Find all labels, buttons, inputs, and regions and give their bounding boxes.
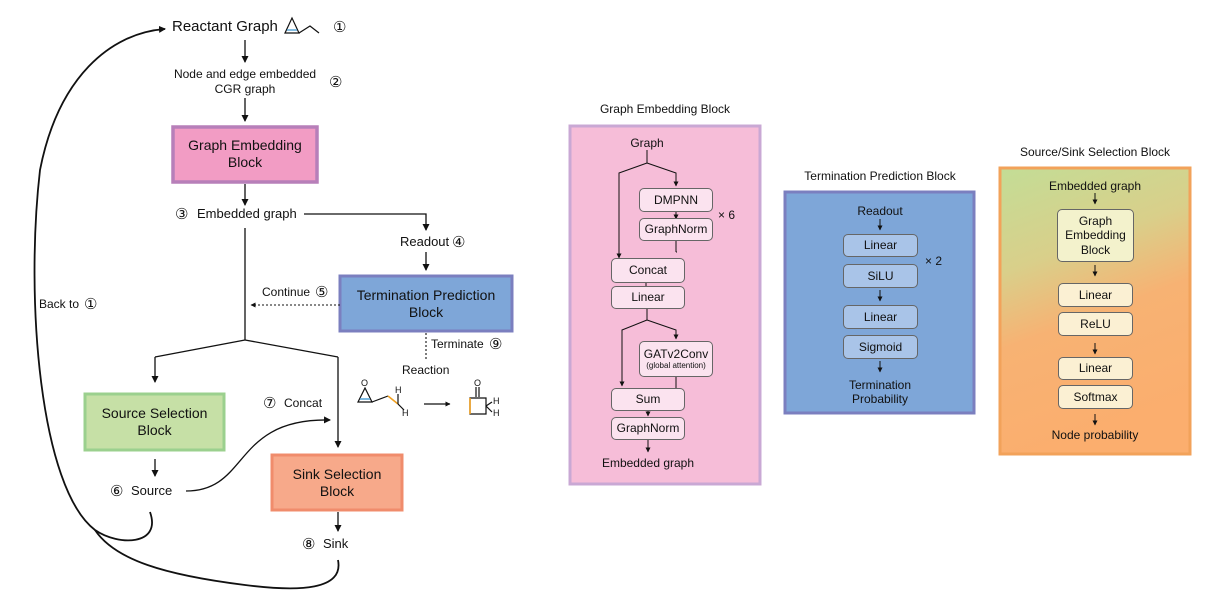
gem-graph-label: Graph — [630, 136, 664, 150]
gem-panel-title: Graph Embedding Block — [599, 102, 731, 116]
ss-linear2-box: Linear — [1058, 357, 1133, 380]
embedded-graph-label: Embedded graph — [197, 206, 297, 221]
term-repeat-label: × 2 — [925, 254, 943, 268]
gem-gatv2conv-label: GATv2Conv — [643, 347, 709, 361]
termination-prediction-block-label: Termination Prediction Block — [356, 286, 496, 320]
term-linear1-box: Linear — [843, 234, 918, 257]
term-readout-label: Readout — [857, 204, 903, 218]
gem-gatv2conv-box: GATv2Conv (global attention) — [639, 341, 713, 377]
concat-curve — [185, 416, 331, 492]
ss-relu-box: ReLU — [1058, 312, 1133, 336]
reaction-reactant-molecule — [357, 386, 405, 411]
termination-prediction-block-box — [338, 274, 514, 333]
step-9-number: ⑨ — [489, 336, 503, 353]
sink-label: Sink — [323, 536, 349, 551]
gem-graphnorm2-box: GraphNorm — [611, 417, 685, 440]
gem-sum-box: Sum — [611, 388, 685, 411]
connector-embedded-to-readout — [304, 213, 430, 231]
step-2-number: ② — [329, 74, 343, 91]
term-sigmoid-box: Sigmoid — [843, 335, 918, 359]
gem-repeat-label: × 6 — [718, 208, 736, 222]
term-output-line1: Termination — [848, 378, 912, 392]
product-oxygen-label: O — [474, 378, 482, 388]
reactant-oxygen-label: O — [361, 378, 369, 388]
branch-split-right — [244, 339, 339, 358]
term-output-label: Termination Probability — [820, 378, 940, 406]
term-silu-box: SiLU — [843, 264, 918, 288]
ss-panel-title: Source/Sink Selection Block — [1019, 145, 1171, 159]
step-4-number: ④ — [452, 234, 466, 251]
reactant-h1-label: H — [395, 385, 402, 395]
ss-softmax-box: Softmax — [1058, 385, 1133, 409]
step-7-number: ⑦ — [263, 395, 277, 412]
continue-label: Continue — [262, 285, 311, 299]
product-h1-label: H — [493, 396, 500, 406]
cgr-graph-line2: CGR graph — [214, 82, 276, 96]
terminate-label: Terminate — [431, 337, 484, 351]
reactant-h2-label: H — [402, 408, 409, 418]
graph-embedding-block-box — [171, 125, 319, 184]
step-3-number: ③ — [175, 206, 189, 223]
back-loop-from-source — [33, 25, 166, 542]
concat-label: Concat — [284, 396, 323, 410]
gem-embedded-graph-label: Embedded graph — [601, 456, 695, 470]
step-6-number: ⑥ — [110, 483, 124, 500]
source-label: Source — [131, 483, 173, 498]
ss-linear1-box: Linear — [1058, 283, 1133, 307]
term-output-line2: Probability — [851, 392, 909, 406]
product-h2-label: H — [493, 408, 500, 418]
step-8-number: ⑧ — [302, 536, 316, 553]
ss-embedded-graph-label: Embedded graph — [1048, 179, 1142, 193]
cgr-graph-line1: Node and edge embedded — [173, 67, 317, 81]
gem-linear-box: Linear — [611, 286, 685, 309]
term-linear2-box: Linear — [843, 305, 918, 329]
reactant-graph-label: Reactant Graph — [172, 18, 278, 35]
reaction-product-molecule — [469, 387, 493, 415]
back-to-label: Back to — [39, 297, 80, 311]
gem-graphnorm1-box: GraphNorm — [639, 218, 713, 241]
branch-split — [154, 339, 246, 358]
cgr-graph-label: Node and edge embedded CGR graph — [163, 67, 327, 97]
source-selection-block-label: Source Selection Block — [101, 405, 208, 438]
ss-graph-embedding-block-box: Graph Embedding Block — [1057, 209, 1134, 262]
reactant-icon — [284, 16, 320, 34]
sink-selection-block-label: Sink Selection Block — [292, 465, 382, 499]
step-1-number: ① — [333, 19, 347, 36]
sink-selection-block-box — [270, 453, 404, 512]
ss-node-probability-label: Node probability — [1051, 428, 1139, 442]
step-1-back-number: ① — [84, 296, 98, 313]
gem-dmpnn-box: DMPNN — [639, 188, 713, 212]
reaction-label: Reaction — [402, 363, 450, 377]
step-5-number: ⑤ — [315, 284, 329, 301]
readout-label: Readout — [400, 234, 450, 249]
source-selection-block-box — [83, 392, 226, 452]
back-loop-from-sink — [94, 529, 340, 590]
gem-concat-box: Concat — [611, 258, 685, 283]
graph-embedding-block-label: Graph Embedding Block — [188, 137, 302, 170]
term-panel-title: Termination Prediction Block — [804, 169, 956, 183]
gem-gatv2conv-sublabel: (global attention) — [646, 361, 706, 371]
